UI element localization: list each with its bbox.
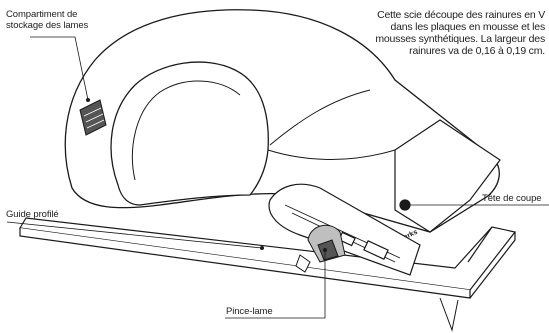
label-storage-line2: stockage des lames: [6, 20, 88, 31]
description-line3: mousses synthétiques. La largeur des: [315, 33, 545, 45]
description-line4: rainures va de 0,16 à 0,19 cm.: [315, 45, 545, 57]
label-blade-clamp: Pince-lame: [226, 306, 273, 317]
profile-guide-base: [20, 218, 515, 298]
label-cutting-head: Tête de coupe: [482, 193, 541, 204]
description-text: Cette scie découpe des rainures en V dan…: [315, 9, 545, 57]
label-profile-guide: Guide profilé: [6, 209, 59, 220]
description-line2: dans les plaques en mousse et les: [315, 21, 545, 33]
label-storage-compartment: Compartiment de stockage des lames: [6, 9, 88, 31]
blade-tip: [440, 298, 458, 330]
description-line1: Cette scie découpe des rainures en V: [315, 9, 545, 21]
label-storage-line1: Compartiment de: [6, 9, 88, 20]
